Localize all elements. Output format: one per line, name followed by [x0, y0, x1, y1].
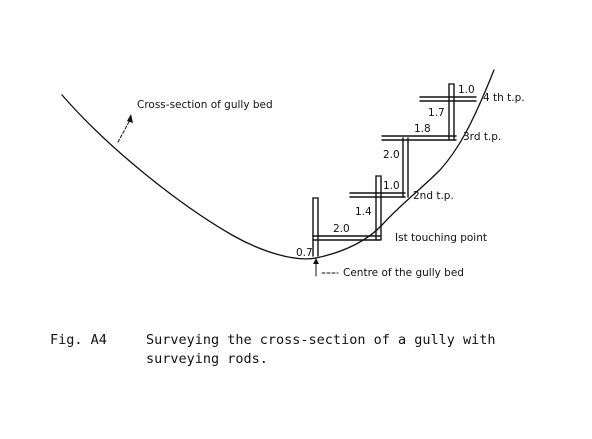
rod2-height-label: 1.4 [355, 206, 372, 218]
rod-1 [312, 197, 381, 257]
rod-3 [381, 135, 457, 198]
rod3-width-label: 1.8 [414, 123, 431, 135]
cross-section-label: Cross-section of gully bed [137, 99, 273, 111]
rod1-height-label: 0.7 [296, 247, 313, 259]
tp2-label: 2nd t.p. [413, 190, 454, 202]
centre-label: Centre of the gully bed [343, 267, 464, 279]
rod2-width-label: 1.0 [383, 180, 400, 192]
figure-caption: Fig. A4 Surveying the cross-section of a … [50, 331, 570, 369]
gully-profile-curve [61, 69, 495, 260]
cross-section-pointer [117, 114, 133, 143]
caption-line-2: surveying rods. [146, 351, 268, 367]
figure-number: Fig. A4 [50, 332, 107, 348]
caption-line-1: Surveying the cross-section of a gully w… [146, 332, 496, 348]
tp4-label: 4 th t.p. [483, 92, 525, 104]
tp1-label: Ist touching point [395, 232, 487, 244]
centre-marker [313, 257, 339, 277]
rod1-width-label: 2.0 [333, 223, 350, 235]
tp3-label: 3rd t.p. [463, 131, 501, 143]
rod4-width-label: 1.0 [458, 84, 475, 96]
rod-4 [419, 83, 477, 141]
rod4-height-label: 1.7 [428, 107, 445, 119]
rod3-height-label: 2.0 [383, 149, 400, 161]
rod-2 [349, 175, 406, 241]
